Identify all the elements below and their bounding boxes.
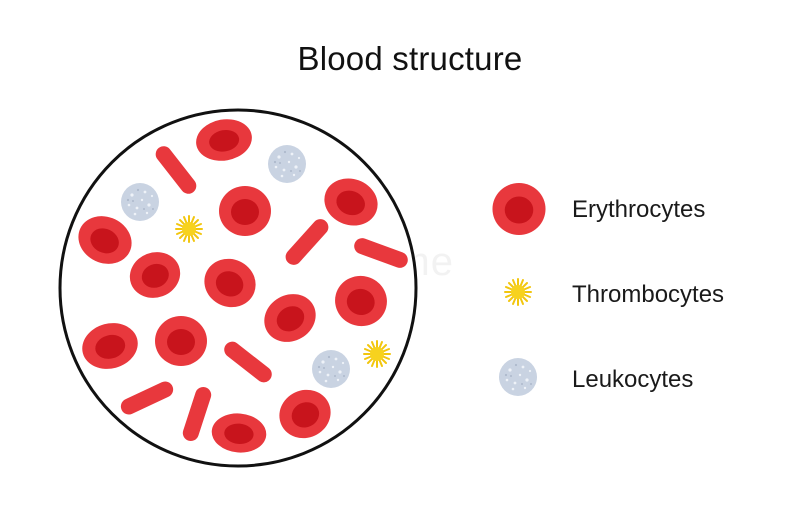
legend-label-leukocytes: Leukocytes bbox=[572, 366, 694, 393]
leukocyte-cell bbox=[268, 145, 306, 183]
erythrocyte-cell bbox=[219, 186, 271, 236]
legend-label-erythrocytes: Erythrocytes bbox=[572, 196, 706, 223]
erythrocyte-icon bbox=[492, 183, 546, 235]
erythrocyte-cell bbox=[155, 316, 207, 366]
diagram-title: Blood structure bbox=[297, 40, 523, 77]
leukocyte-icon bbox=[499, 358, 537, 396]
thrombocyte-cell bbox=[175, 215, 203, 243]
thrombocyte-icon bbox=[504, 278, 532, 306]
thrombocyte-cell bbox=[363, 340, 391, 368]
legend-label-thrombocytes: Thrombocytes bbox=[572, 281, 725, 308]
leukocyte-cell bbox=[312, 350, 350, 388]
leukocyte-cell bbox=[121, 183, 159, 221]
